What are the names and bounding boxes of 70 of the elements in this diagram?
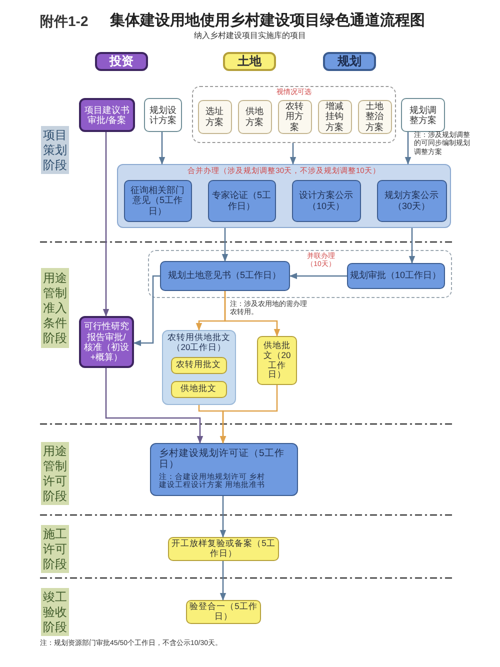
title: 集体建设用地使用乡村建设项目绿色通道流程图: [110, 12, 425, 30]
box-text: 用途管制准入条件阶段: [43, 270, 67, 346]
plan-box: [318, 100, 352, 134]
box-text: 规划审批（10工作日）: [350, 270, 441, 281]
box-text: 验登合一（5工作日）: [189, 602, 258, 622]
box-text: 土地整治方案: [364, 100, 384, 132]
plan-box: [238, 100, 272, 134]
plan-box: [401, 98, 445, 132]
arrow: [290, 143, 296, 165]
box-text: 投资: [110, 54, 134, 68]
box-text: 专家论证（5工作日）: [210, 190, 272, 211]
box-text: 规划设计方案: [149, 104, 177, 126]
process-box: [124, 180, 192, 222]
arrow: [158, 132, 166, 165]
arrow: [220, 496, 226, 538]
arrow: [224, 291, 280, 337]
box-text: 农转用方案: [284, 100, 304, 132]
box-text: 农转用批文: [176, 360, 221, 370]
process-box: [346, 262, 444, 288]
category-tag: [95, 52, 148, 71]
process-box: [376, 180, 446, 222]
attachment-number: 附件1-2: [40, 13, 90, 30]
plan-box: [358, 100, 392, 134]
process-box: [79, 98, 135, 132]
dashed-group: [148, 250, 452, 298]
arrow: [133, 275, 160, 346]
box-text: 设计方案公示（10天）: [298, 190, 354, 211]
arrow: [220, 561, 226, 601]
arrow: [404, 132, 412, 165]
merged-process-band: [117, 164, 451, 228]
box-text: 规划方案公示（30天）: [384, 190, 440, 211]
box-text: 可行性研究报告审批/核准（初设+概算）: [83, 321, 130, 363]
box-text: 供地批文（20工作日）: [262, 340, 292, 380]
box-text: 竣工验收阶段: [43, 590, 67, 634]
box-text: 供地方案: [244, 106, 264, 127]
arrow: [220, 385, 278, 444]
subtitle: 纳入乡村建设项目实施库的项目: [193, 31, 307, 41]
plan-box: [278, 100, 312, 134]
box-text: 选址方案: [204, 106, 224, 127]
plan-box: [198, 100, 232, 134]
box-text: 规划土地意见书（5工作日）: [168, 270, 281, 281]
process-group: [162, 330, 236, 405]
process-box: [150, 443, 298, 496]
group-heading: 农转用供地批文（20工作日）: [166, 333, 232, 353]
arrow: [289, 272, 347, 280]
box-text: 供地批文: [180, 384, 216, 394]
process-box: [170, 356, 226, 374]
box-text: 土地: [238, 54, 262, 68]
process-box: [170, 380, 226, 398]
box-text: 征询相关部门意见（5工作日）: [130, 184, 186, 216]
box-text: 项目策划阶段: [43, 128, 67, 172]
box-text: 规划: [338, 54, 362, 68]
arrow: [408, 228, 416, 264]
dashed-group: [192, 86, 396, 143]
arrow: [105, 368, 204, 444]
plan-box: [144, 98, 182, 132]
box-text: 用途管制许可阶段: [43, 444, 67, 504]
arrow: [222, 228, 228, 262]
box-text: 规划调整方案: [408, 104, 438, 126]
category-tag: [223, 52, 276, 71]
category-tag: [323, 52, 376, 71]
box-text: 乡村建设规划许可证（5工作日）: [159, 448, 286, 471]
process-box: [160, 260, 290, 290]
box-text: 增减挂钩方案: [324, 100, 344, 132]
box-text: 开工放样复验或备案（5工作日）: [171, 539, 276, 559]
box-text: 项目建议书审批/备案: [84, 104, 130, 126]
arrow: [102, 132, 110, 317]
box-text: 施工许可阶段: [43, 526, 67, 572]
process-box: [292, 180, 360, 222]
process-box: [208, 180, 276, 222]
